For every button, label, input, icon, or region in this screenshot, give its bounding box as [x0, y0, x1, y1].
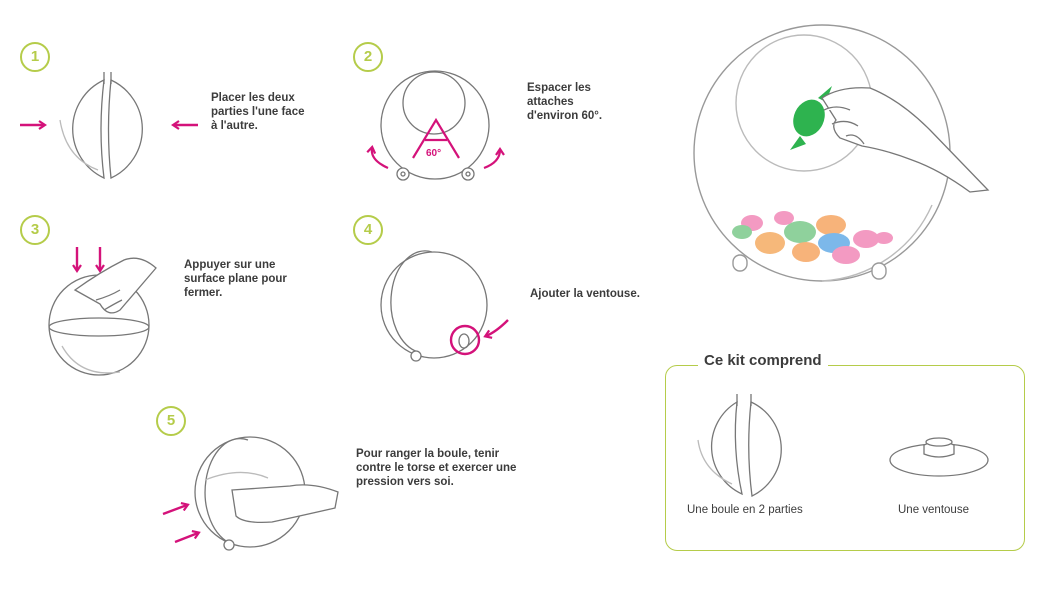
- hero-hand-icon: [821, 87, 990, 193]
- step2-angle-arrows: [366, 117, 505, 170]
- step3-sphere-icon: [48, 257, 157, 376]
- step1-number: 1: [20, 42, 50, 72]
- step5-number: 5: [156, 406, 186, 436]
- step5-sphere-icon: [194, 436, 339, 551]
- step5-arrows: [162, 501, 201, 544]
- step4-number: 4: [353, 215, 383, 245]
- step3-text: Appuyer sur une surface plane pour ferme…: [184, 259, 287, 299]
- kit-suction-cup-icon: [889, 437, 989, 477]
- step4-sphere-icon: [380, 250, 488, 362]
- hero-sweets-icon: [732, 211, 893, 264]
- step2-text: Espacer les attaches d'environ 60°.: [527, 82, 603, 122]
- step1-text: Placer les deux parties l'une face à l'a…: [211, 92, 305, 132]
- step2-angle-label: 60°: [426, 148, 442, 159]
- step4-highlight: [449, 319, 509, 356]
- kit-title: Ce kit comprend: [698, 352, 828, 369]
- kit-item-label-suction-cup: Une ventouse: [898, 504, 969, 516]
- step1-sphere-halves-icon: [59, 72, 143, 180]
- kit-sphere-two-halves-icon: [697, 394, 782, 497]
- step2-number: 2: [353, 42, 383, 72]
- step3-number: 3: [20, 215, 50, 245]
- kit-contents-box: [665, 365, 1025, 551]
- step3-down-arrows: [72, 247, 105, 273]
- step5-text: Pour ranger la boule, tenir contre le to…: [356, 448, 517, 488]
- step4-text: Ajouter la ventouse.: [530, 288, 640, 300]
- hero-green-candy-icon: [790, 86, 832, 150]
- kit-item-label-sphere: Une boule en 2 parties: [687, 504, 803, 516]
- step2-top-view-icon: [380, 70, 490, 181]
